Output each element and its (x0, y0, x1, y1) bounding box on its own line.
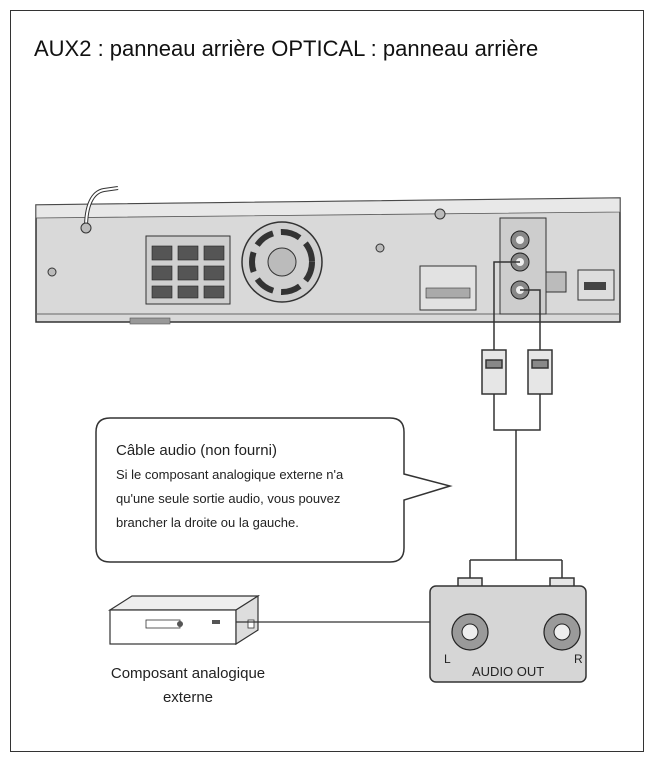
device-label-line-1: Composant analogique (110, 665, 266, 682)
rear-panel (35, 186, 621, 325)
audio-out-left-label: L (444, 652, 451, 666)
device-label-line-2: externe (162, 689, 214, 706)
audio-out-right-label: R (574, 652, 583, 666)
callout-text: Câble audio (non fourni) Si le composant… (116, 442, 396, 535)
audio-out-label: AUDIO OUT (472, 664, 545, 679)
callout-body: Si le composant analogique externe n'a q… (116, 463, 396, 535)
callout-heading: Câble audio (non fourni) (116, 442, 277, 459)
callout-line-1: Si le composant analogique externe n'a (116, 467, 344, 482)
callout-bubble (95, 417, 453, 563)
device-label: Composant analogique externe (88, 662, 288, 710)
callout-line-3: brancher la droite ou la gauche. (116, 515, 299, 530)
page-title: AUX2 : panneau arrière OPTICAL : panneau… (34, 36, 539, 61)
audio-out-panel (429, 585, 587, 683)
external-device-illustration (107, 594, 430, 646)
callout-line-2: qu'une seule sortie audio, vous pouvez (116, 491, 341, 506)
